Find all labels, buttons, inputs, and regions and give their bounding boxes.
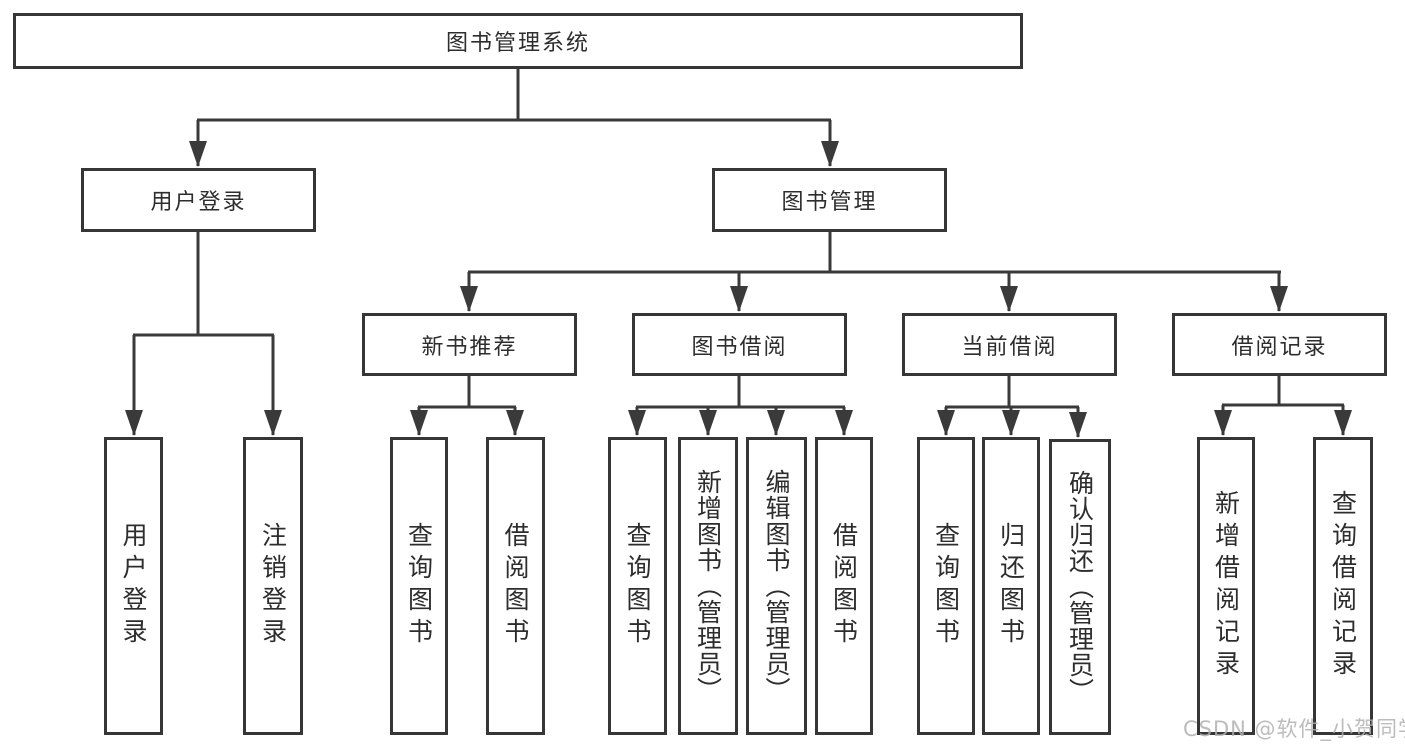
- node-label: 确认归还（管理员）: [1065, 470, 1095, 704]
- leaf-query-books-borrowing: 查询图书: [608, 437, 667, 735]
- leaf-query-books-current: 查询图书: [917, 437, 975, 735]
- leaf-confirm-return-admin: 确认归还（管理员）: [1049, 439, 1111, 735]
- node-book-management: 图书管理: [712, 168, 947, 232]
- node-label: 图书借阅: [691, 334, 788, 360]
- node-label: 图书管理: [781, 190, 878, 215]
- node-label: 查询图书: [623, 522, 652, 650]
- node-label: 用户登录: [150, 190, 247, 215]
- node-label: 新增借阅记录: [1211, 490, 1241, 682]
- node-label: 借阅图书: [501, 522, 530, 650]
- node-label: 新书推荐: [421, 334, 518, 360]
- node-label: 查询图书: [404, 522, 434, 650]
- node-label: 借阅图书: [829, 522, 859, 650]
- node-book-borrowing: 图书借阅: [632, 313, 847, 376]
- node-label: 用户登录: [119, 522, 148, 650]
- node-current-borrowing: 当前借阅: [902, 313, 1117, 376]
- node-label: 注销登录: [258, 522, 288, 650]
- node-label: 编辑图书（管理员）: [762, 469, 791, 703]
- node-label: 图书管理系统: [445, 31, 590, 56]
- node-label: 归还图书: [996, 522, 1026, 650]
- node-label: 当前借阅: [961, 334, 1058, 360]
- leaf-user-login: 用户登录: [104, 437, 163, 735]
- leaf-return-book: 归还图书: [982, 437, 1040, 735]
- csdn-watermark: CSDN @软件_小贺同学: [1183, 717, 1405, 741]
- leaf-logout: 注销登录: [243, 437, 303, 735]
- node-root-system: 图书管理系统: [13, 13, 1023, 69]
- node-label: 查询图书: [931, 522, 961, 650]
- leaf-borrow-books: 借阅图书: [815, 437, 873, 735]
- node-borrowing-records: 借阅记录: [1172, 313, 1387, 376]
- leaf-add-borrow-record: 新增借阅记录: [1197, 437, 1255, 735]
- node-label: 借阅记录: [1231, 334, 1328, 360]
- leaf-add-book-admin: 新增图书（管理员）: [678, 437, 738, 735]
- node-label: 新增图书（管理员）: [693, 469, 723, 703]
- node-new-book-recommend: 新书推荐: [362, 313, 577, 376]
- leaf-query-books-recommend: 查询图书: [390, 437, 448, 735]
- leaf-borrow-books-recommend: 借阅图书: [486, 437, 545, 735]
- leaf-query-borrow-record: 查询借阅记录: [1313, 437, 1373, 735]
- node-label: 查询借阅记录: [1328, 490, 1358, 682]
- node-user-login: 用户登录: [81, 168, 316, 232]
- leaf-edit-book-admin: 编辑图书（管理员）: [746, 437, 807, 735]
